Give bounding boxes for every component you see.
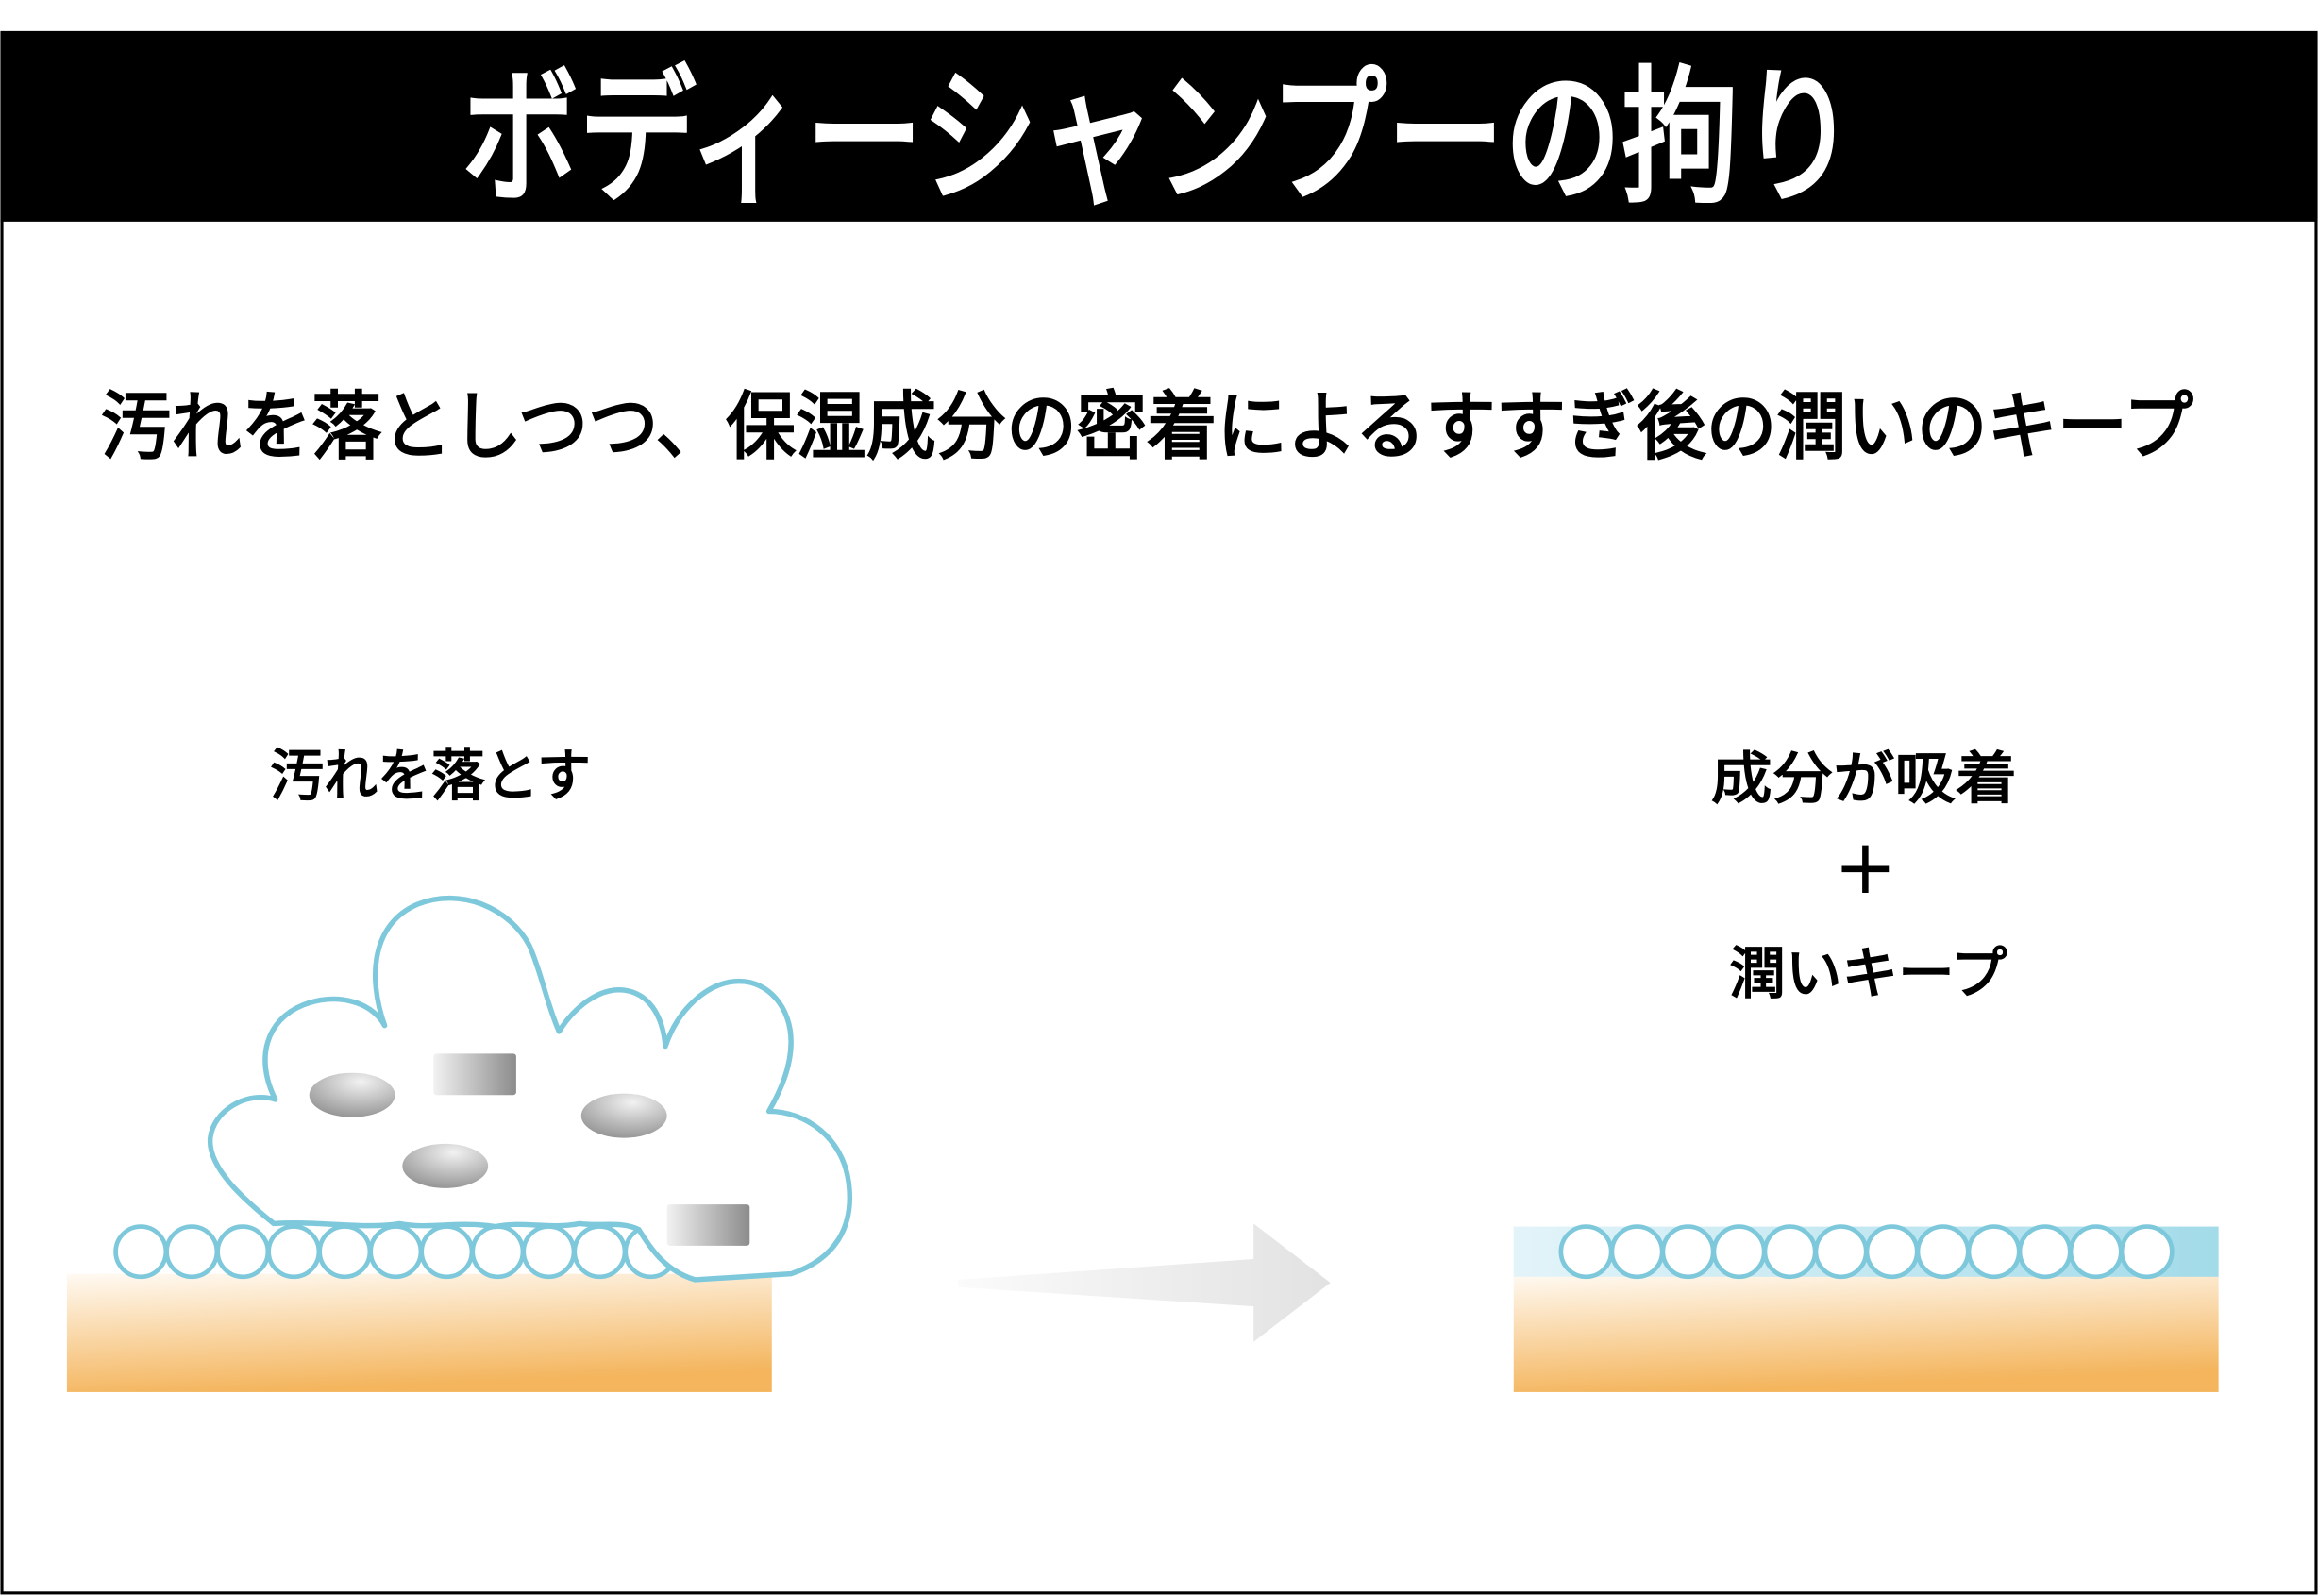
foam-cloud xyxy=(208,895,852,1283)
skin-cell xyxy=(1813,1224,1869,1280)
skin-cell xyxy=(1864,1224,1920,1280)
skin-cell xyxy=(521,1224,577,1280)
skin-cell xyxy=(1711,1224,1767,1280)
skin-cell xyxy=(470,1224,526,1280)
skin-cell xyxy=(368,1224,424,1280)
page-title: ボディーシャンプーの拘り xyxy=(462,52,1856,224)
skin-cell xyxy=(2017,1224,2073,1280)
dirt-particle xyxy=(580,1093,667,1138)
moisture-keep-label: 潤いキープ xyxy=(1729,942,2007,1007)
skin-cell xyxy=(1966,1224,2022,1280)
skin-cell xyxy=(317,1224,373,1280)
dirt-particle xyxy=(433,1053,516,1096)
skin-cell xyxy=(215,1224,271,1280)
skin-cell xyxy=(266,1224,322,1280)
cleansing-label: 汚れを落とす xyxy=(270,744,591,809)
skin-layer-left xyxy=(66,1273,772,1392)
skin-cell-row-left xyxy=(113,1224,679,1280)
plus-sign: ＋ xyxy=(1835,835,1897,908)
skin-cell xyxy=(572,1224,628,1280)
dirt-particle xyxy=(309,1072,395,1117)
skin-layer-right xyxy=(1513,1273,2219,1392)
dirt-particle xyxy=(402,1143,489,1188)
skin-cell xyxy=(1915,1224,1971,1280)
skin-cell xyxy=(1609,1224,1665,1280)
before-illustration xyxy=(66,895,852,1392)
absorption-label: 成分が吸着 xyxy=(1711,748,2017,813)
skin-cell-row-right xyxy=(1558,1224,2175,1280)
after-illustration xyxy=(1513,1224,2219,1392)
skin-cell xyxy=(164,1224,220,1280)
skin-cell xyxy=(2068,1224,2124,1280)
skin-cell xyxy=(113,1224,169,1280)
skin-cell xyxy=(1558,1224,1614,1280)
skin-cell xyxy=(2119,1224,2175,1280)
skin-cell xyxy=(1762,1224,1818,1280)
dirt-particle xyxy=(666,1204,750,1246)
skin-cell xyxy=(419,1224,475,1280)
header-bar xyxy=(0,32,2318,222)
right-arrow xyxy=(958,1223,1331,1342)
subtitle: 汚れを落としつつ、保湿成分の密着によるすすぎ後の潤いのキープ xyxy=(101,384,2194,470)
skin-cell xyxy=(1660,1224,1716,1280)
